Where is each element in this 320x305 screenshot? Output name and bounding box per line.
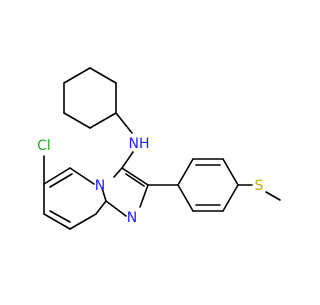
bond <box>63 67 91 84</box>
imidazole-ring <box>101 167 149 217</box>
bond <box>43 213 71 230</box>
bridgehead-nitrogen-label: N <box>95 178 105 194</box>
bond-s-methyl <box>265 191 281 201</box>
bond <box>125 173 145 187</box>
sulfur-atom-label: S <box>255 178 264 194</box>
bond <box>139 184 149 208</box>
bond <box>69 213 97 230</box>
molecule-canvas: Cl NH N N S <box>37 67 281 230</box>
bond-nh-c3 <box>121 151 134 169</box>
chlorine-atom-label: Cl <box>37 138 51 154</box>
bond <box>113 167 123 178</box>
bond <box>105 200 127 217</box>
bond <box>121 167 149 186</box>
bond <box>222 158 239 186</box>
cyclohexane-ring <box>63 67 117 129</box>
phenyl-ring <box>177 158 239 212</box>
molecule-structure: Cl NH N N S <box>37 67 281 230</box>
bond <box>43 167 71 185</box>
bond <box>177 158 194 186</box>
bond <box>49 173 73 188</box>
bond <box>177 184 194 212</box>
bond <box>69 167 95 185</box>
bond <box>89 112 117 129</box>
bond <box>101 187 107 202</box>
bond <box>222 184 239 212</box>
amine-nh-label: NH <box>129 136 150 152</box>
bond <box>89 67 117 84</box>
bond <box>63 112 91 129</box>
imidazole-nitrogen-label: N <box>127 210 137 226</box>
bond <box>49 210 71 223</box>
pyridine-ring <box>43 167 107 230</box>
bond <box>95 200 107 215</box>
bond-cyclohexyl-nh <box>115 112 133 134</box>
